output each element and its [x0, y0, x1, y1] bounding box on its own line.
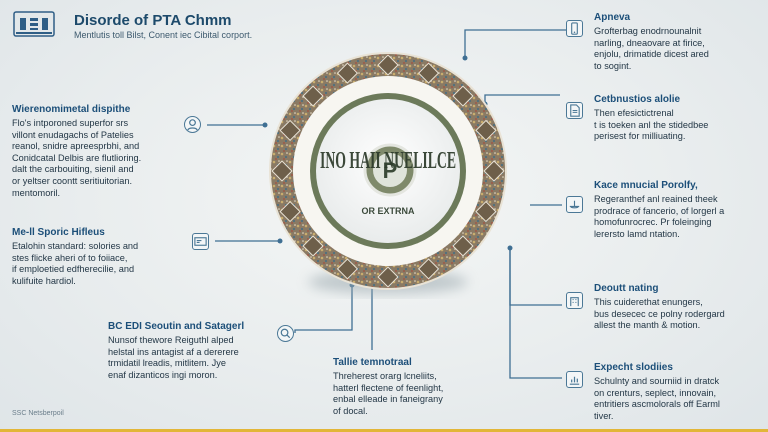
user-icon	[184, 116, 201, 133]
ring-notch	[483, 160, 505, 182]
info-block-body: Schulnty and sourniid in dratck on crent…	[594, 376, 720, 421]
ring-notch	[336, 62, 359, 84]
info-block-left-3: BC EDI Seoutin and Satagerl Nunsof thewo…	[108, 321, 288, 381]
info-block-bottom: Tallie temnotraal Threherest orarg lcnel…	[333, 357, 493, 417]
ring-notch	[377, 266, 399, 288]
info-block-body: Grofterbag enodrnounalnit narling, dneao…	[594, 26, 709, 71]
document-icon	[566, 102, 583, 119]
info-block-right-1: Apneva Grofterbag enodrnounalnit narling…	[594, 12, 762, 72]
info-block-left-1: Wierenomimetal dispithe Flo's intporoned…	[12, 104, 192, 199]
info-block-title: Apneva	[594, 12, 631, 23]
center-badge-letter: P	[383, 158, 398, 183]
info-block-right-2: Cetbnustios alolie Then efesictictrenal …	[594, 94, 762, 143]
ring-notch	[302, 235, 324, 257]
ring-notch	[417, 62, 440, 84]
connector-line	[509, 248, 562, 379]
info-block-body: Etalohin standard: solories and stes fli…	[12, 241, 139, 286]
info-block-right-4: Deoutt nating This cuiderethat enungers,…	[594, 283, 762, 332]
ring-notch	[475, 200, 497, 223]
bottom-accent-bar	[0, 429, 768, 432]
building-icon	[566, 292, 583, 309]
info-block-body: Regeranthef anl reained theek prodrace o…	[594, 194, 725, 239]
info-block-body: Flo's intporoned superfor srs villont en…	[12, 118, 142, 198]
ring-notch	[417, 258, 440, 280]
info-block-left-2: Me-ll Sporic Hifleus Etalohin standard: …	[12, 227, 192, 287]
footer-note: SSC Netsberpoil	[12, 410, 64, 417]
search-icon	[277, 325, 294, 342]
ring-notch	[279, 119, 301, 142]
page-subtitle: Mentlutis toll Bilst, Conent iec Cibital…	[74, 30, 253, 40]
connector-line	[509, 248, 562, 306]
page-title: Disorde of PTA Chmm	[74, 12, 232, 29]
info-block-right-3: Kace mnucial Porolfy, Regeranthef anl re…	[594, 180, 764, 240]
ring-notch	[475, 119, 497, 142]
info-block-title: BC EDI Seoutin and Satagerl	[108, 321, 245, 332]
ring-notch	[279, 200, 301, 223]
info-block-body: This cuiderethat enungers, bus desecec c…	[594, 297, 725, 331]
info-block-right-5: Expecht slodiies Schulnty and sourniid i…	[594, 362, 764, 422]
chart-icon	[566, 371, 583, 388]
info-block-title: Tallie temnotraal	[333, 357, 412, 368]
center-title: INO HAII NUELILCE	[320, 148, 456, 174]
card-icon	[192, 233, 209, 250]
info-block-title: Wierenomimetal dispithe	[12, 104, 131, 115]
info-block-title: Expecht slodiies	[594, 362, 673, 373]
ring-notch	[377, 54, 399, 76]
ring-notch	[271, 160, 293, 182]
connector-line	[484, 94, 560, 104]
info-block-title: Deoutt nating	[594, 283, 659, 294]
ring-notch	[452, 85, 474, 107]
organization-logo	[13, 11, 55, 37]
connector-line	[464, 29, 572, 58]
ring-notch	[336, 258, 359, 280]
connector-line	[294, 285, 353, 333]
info-block-body: Nunsof thewore Reiguthl alped helstal in…	[108, 335, 239, 380]
connector-lines	[207, 29, 572, 379]
info-block-body: Threherest orarg lcneliits, hatterl flec…	[333, 371, 444, 416]
scale-icon	[566, 196, 583, 213]
info-block-body: Then efesictictrenal t is toeken anl the…	[594, 108, 709, 142]
ring-notch	[452, 235, 474, 257]
center-subtitle: OR EXTRNA	[361, 206, 415, 216]
ring-notch	[302, 85, 324, 107]
info-block-title: Me-ll Sporic Hifleus	[12, 227, 105, 238]
info-block-title: Cetbnustios alolie	[594, 94, 681, 105]
phone-icon	[566, 20, 583, 37]
info-block-title: Kace mnucial Porolfy,	[594, 180, 698, 191]
